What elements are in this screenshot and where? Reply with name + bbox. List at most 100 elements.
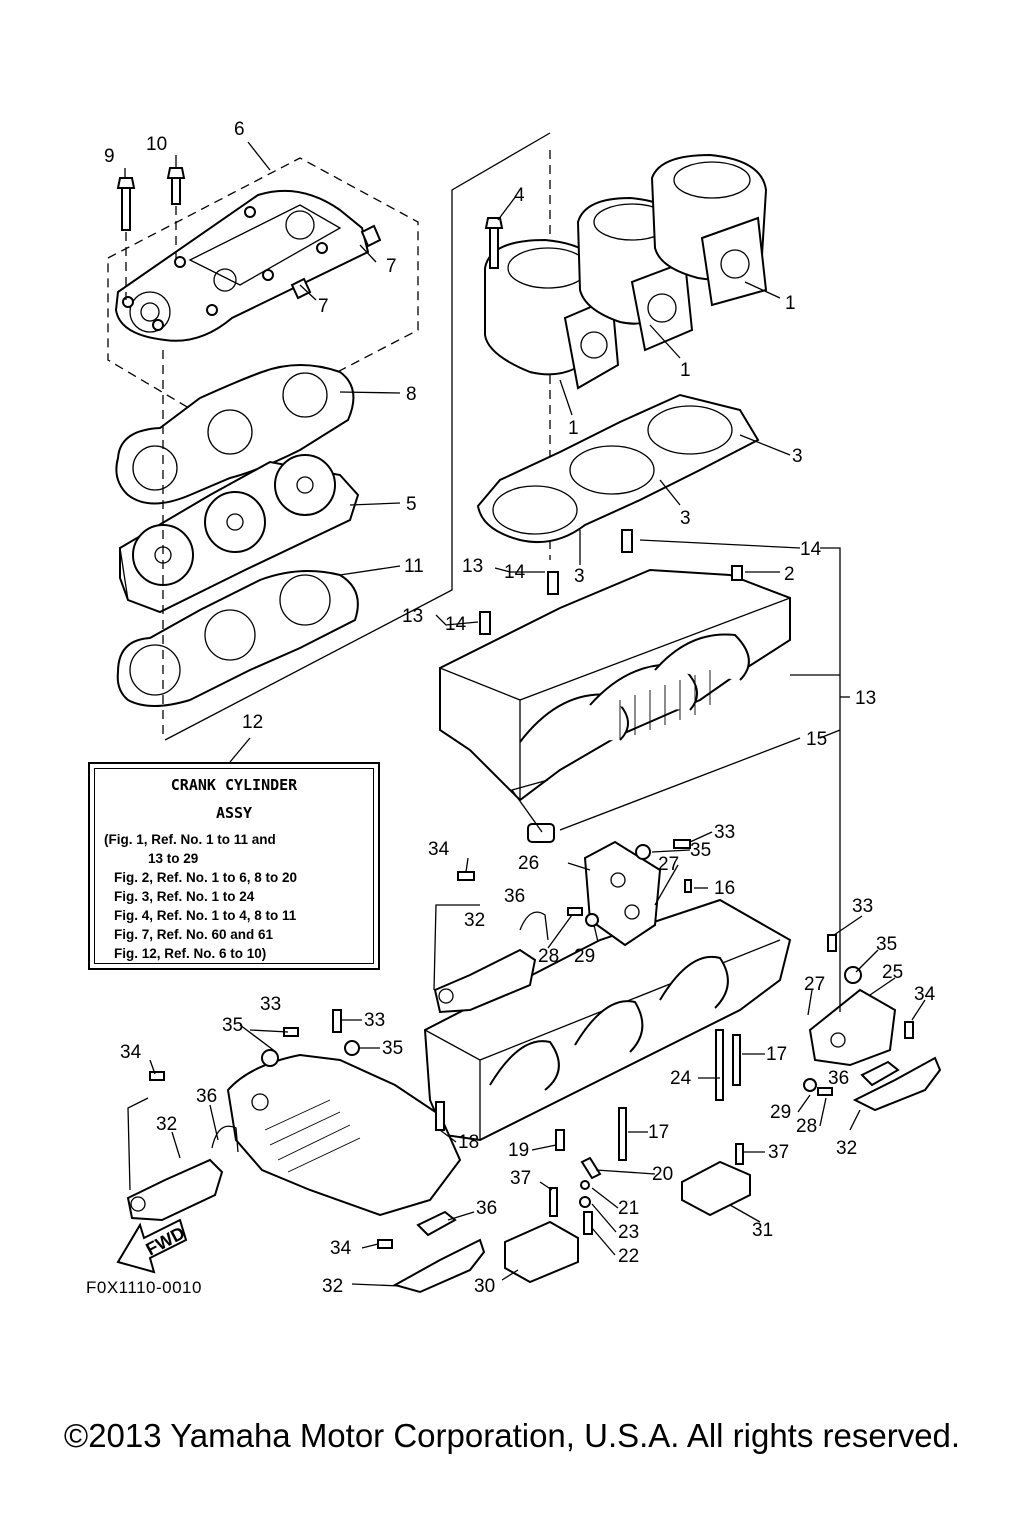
callout-28a: 28 (538, 946, 559, 967)
callout-32c: 32 (322, 1276, 343, 1297)
bolt-17b (618, 1107, 627, 1161)
bolt-34c (149, 1071, 165, 1081)
callout-37b: 37 (768, 1142, 789, 1163)
dowel-14c (479, 611, 491, 635)
callout-34b: 34 (914, 984, 936, 1005)
bolt-28a (567, 907, 583, 916)
callout-17a: 17 (766, 1044, 787, 1065)
callout-22: 22 (618, 1246, 639, 1267)
bolt-22 (583, 1211, 593, 1235)
callout-labels: 9 10 6 7 7 8 5 11 12 4 1 1 1 3 3 3 2 14 … (104, 119, 936, 1297)
assembly-note-box: CRANK CYLINDER ASSY (Fig. 1, Ref. No. 1 … (88, 762, 380, 970)
note-line: Fig. 3, Ref. No. 1 to 24 (114, 889, 255, 904)
clip-36b (211, 1125, 239, 1153)
washer-35c (261, 1049, 279, 1067)
cylinder-block-3 (650, 153, 768, 307)
note-line: 13 to 29 (148, 851, 199, 866)
cylinder-base-gaskets (476, 393, 760, 544)
callout-29a: 29 (574, 946, 595, 967)
callout-34c: 34 (120, 1042, 142, 1063)
washer-35d (344, 1040, 360, 1056)
callout-32d: 32 (836, 1138, 857, 1159)
copyright-notice: ©2013 Yamaha Motor Corporation, U.S.A. A… (63, 1417, 961, 1454)
note-line: Fig. 12, Ref. No. 6 to 10) (114, 946, 267, 961)
callout-27a: 27 (658, 854, 679, 875)
callout-26: 26 (518, 853, 539, 874)
engine-mount-26 (583, 840, 662, 947)
callout-36d: 36 (828, 1068, 849, 1089)
callout-17b: 17 (648, 1122, 669, 1143)
callout-4: 4 (514, 185, 525, 206)
rubber-mount-32d (852, 1056, 942, 1112)
bolt-34d (377, 1239, 393, 1249)
cylinder-head-cover (107, 157, 419, 431)
callout-35c: 35 (222, 1015, 243, 1036)
washer-21 (580, 1180, 590, 1190)
engine-mount-25 (808, 988, 897, 1067)
callout-14b: 14 (504, 562, 526, 583)
callout-8: 8 (406, 384, 417, 405)
callout-29b: 29 (770, 1102, 791, 1123)
leader-lines (124, 141, 926, 1287)
note-box-inner-border (94, 768, 374, 964)
bolt-24 (715, 1029, 724, 1101)
note-line: Fig. 4, Ref. No. 1 to 4, 8 to 11 (114, 908, 297, 923)
callout-1c: 1 (568, 418, 579, 439)
callout-14c: 14 (445, 614, 467, 635)
figure-code: F0X1110-0010 (86, 1278, 202, 1297)
callout-33a: 33 (714, 822, 735, 843)
callout-3c: 3 (574, 566, 585, 587)
crankcase-upper (439, 568, 791, 802)
note-line: Fig. 2, Ref. No. 1 to 6, 8 to 20 (114, 870, 298, 885)
callout-35a: 35 (690, 840, 711, 861)
bolt-33a (673, 839, 691, 849)
clip-36c (416, 1210, 457, 1237)
callout-12: 12 (242, 712, 263, 733)
clip-36a (519, 911, 549, 941)
box-31 (681, 1160, 751, 1217)
callout-3a: 3 (792, 446, 803, 467)
callout-15: 15 (806, 729, 827, 750)
bushing-15 (527, 823, 555, 843)
callout-35b: 35 (876, 934, 897, 955)
callout-3b: 3 (680, 508, 691, 529)
cylinder-head (119, 454, 360, 614)
rubber-mount-32c (392, 1238, 486, 1294)
clamp-20 (580, 1156, 602, 1180)
bolt-17a (732, 1034, 741, 1086)
callout-13a: 13 (462, 556, 483, 577)
callout-16: 16 (714, 878, 735, 899)
callout-34a: 34 (428, 839, 450, 860)
callout-20: 20 (652, 1164, 673, 1185)
bolt-18 (435, 1101, 445, 1131)
callout-31: 31 (752, 1220, 773, 1241)
callout-32a: 32 (464, 910, 485, 931)
callout-34d: 34 (330, 1238, 352, 1259)
bolt-37b (735, 1143, 744, 1165)
callout-24: 24 (670, 1068, 692, 1089)
callout-23: 23 (618, 1222, 639, 1243)
washer-35a (635, 844, 651, 860)
callout-13c: 13 (855, 688, 876, 709)
box-30 (504, 1220, 579, 1284)
crankcase-lower (423, 898, 792, 1142)
callout-36a: 36 (504, 886, 525, 907)
bolt-19 (555, 1129, 565, 1151)
callout-1b: 1 (680, 360, 691, 381)
callout-7b: 7 (318, 296, 329, 317)
callout-6: 6 (234, 119, 245, 140)
callout-35d: 35 (382, 1038, 403, 1059)
bolt-37a (549, 1187, 558, 1217)
engine-front-housing (226, 1053, 462, 1217)
note-line: Fig. 7, Ref. No. 60 and 61 (114, 927, 274, 942)
bolt-28b (817, 1087, 833, 1096)
callout-33b: 33 (852, 896, 873, 917)
rubber-mount-32b (126, 1158, 224, 1222)
callout-2: 2 (784, 564, 795, 585)
washer-29b (803, 1078, 817, 1092)
dowel-14b (547, 571, 559, 595)
callout-5: 5 (406, 494, 417, 515)
callout-37a: 37 (510, 1168, 531, 1189)
callout-7a: 7 (386, 256, 397, 277)
